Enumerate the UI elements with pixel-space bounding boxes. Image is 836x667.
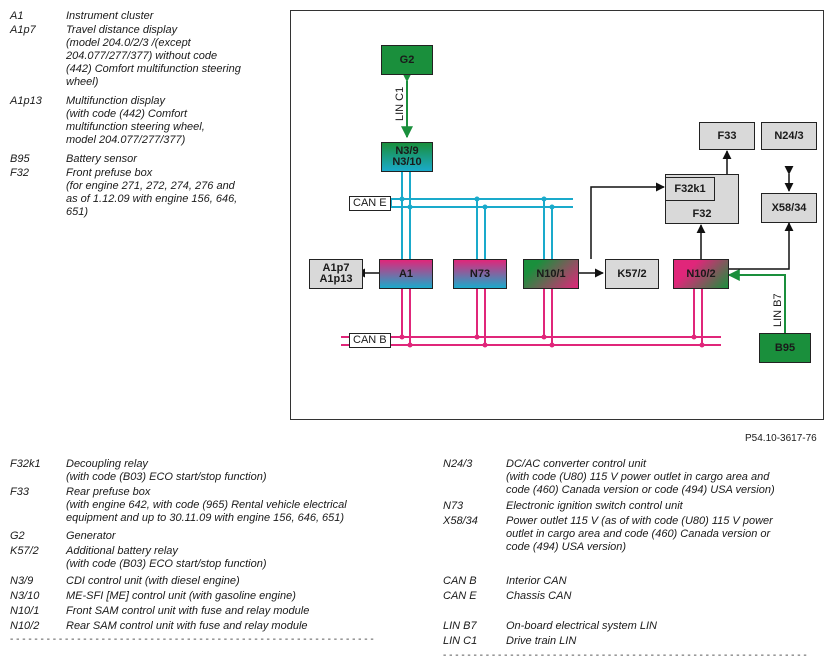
legend-item: CAN E Chassis CAN	[443, 590, 572, 602]
legend-item: N10/1 Front SAM control unit with fuse a…	[10, 605, 310, 617]
can-b-drops	[401, 289, 703, 345]
component-n10-2: N10/2	[673, 259, 729, 289]
component-f32k1: F32k1	[665, 177, 715, 201]
lin-b7-label: LIN B7	[772, 293, 784, 327]
lin-c1-label: LIN C1	[394, 86, 406, 121]
legend-item: LIN B7 On-board electrical system LIN	[443, 620, 657, 632]
legend-item: X58/34 Power outlet 115 V (as of with co…	[443, 515, 773, 553]
component-n10-1: N10/1	[523, 259, 579, 289]
lin-b7-line	[727, 269, 786, 333]
component-b95: B95	[759, 333, 811, 363]
legend-item: N3/9 CDI control unit (with diesel engin…	[10, 575, 240, 587]
component-k57-2: K57/2	[605, 259, 659, 289]
legend-item: F32k1 Decoupling relay (with code (B03) …	[10, 458, 267, 483]
component-n24-3: N24/3	[761, 122, 817, 150]
diagram-lines	[341, 70, 794, 348]
component-f33: F33	[699, 122, 755, 150]
legend-item: G2 Generator	[10, 530, 116, 542]
legend-item: F33 Rear prefuse box (with engine 642, w…	[10, 486, 347, 524]
legend-item: B95 Battery sensor	[10, 153, 137, 165]
can-b-bus	[341, 336, 721, 346]
component-a1p: A1p7 A1p13	[309, 259, 363, 289]
can-b-label: CAN B	[349, 333, 391, 348]
legend-item: CAN B Interior CAN	[443, 575, 567, 587]
legend-item: F32 Front prefuse box (for engine 271, 2…	[10, 167, 238, 218]
legend-item: LIN C1 Drive train LIN	[443, 635, 577, 647]
separator-line: - - - - - - - - - - - - - - - - - - - - …	[443, 650, 808, 661]
component-a1: A1	[379, 259, 433, 289]
component-x58-34: X58/34	[761, 193, 817, 223]
can-e-label: CAN E	[349, 196, 391, 211]
legend-item: N73 Electronic ignition switch control u…	[443, 500, 683, 512]
legend-item: A1 Instrument cluster	[10, 10, 154, 22]
component-n73: N73	[453, 259, 507, 289]
legend-item: N3/10 ME-SFI [ME] control unit (with gas…	[10, 590, 296, 602]
component-n3: N3/9 N3/10	[381, 142, 433, 172]
wiring-diagram: G2 N3/9 N3/10 A1 A1p7 A1p13 N73 N10/1 K5…	[290, 10, 824, 420]
component-g2: G2	[381, 45, 433, 75]
legend-item: A1p13 Multifunction display (with code (…	[10, 95, 205, 146]
separator-line: - - - - - - - - - - - - - - - - - - - - …	[10, 634, 375, 645]
figure-reference: P54.10-3617-76	[745, 433, 817, 444]
can-e-nodes	[399, 196, 555, 210]
legend-item: N10/2 Rear SAM control unit with fuse an…	[10, 620, 308, 632]
legend-item: A1p7 Travel distance display (model 204.…	[10, 24, 241, 88]
legend-item: K57/2 Additional battery relay (with cod…	[10, 545, 267, 570]
can-e-drops	[401, 172, 553, 259]
can-b-nodes	[399, 334, 705, 348]
legend-item: N24/3 DC/AC converter control unit (with…	[443, 458, 775, 496]
